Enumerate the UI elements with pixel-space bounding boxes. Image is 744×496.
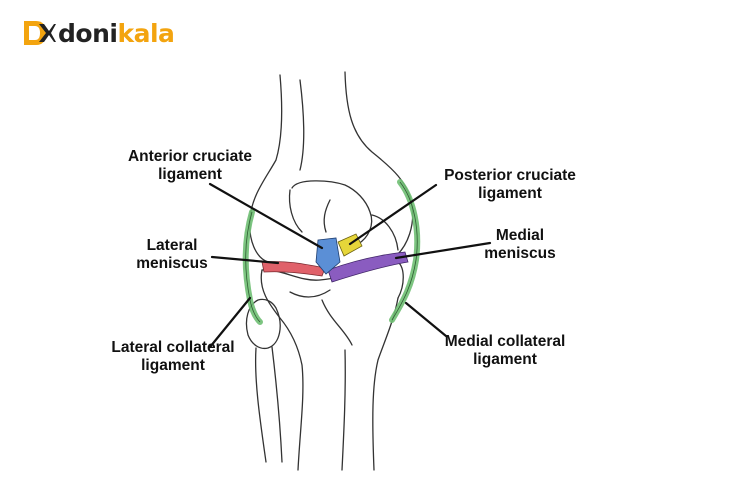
dk-monogram-icon [24,21,56,45]
label-line: Medial [495,227,545,244]
medial-condyle-curve [371,214,399,251]
femur-outline [249,74,283,263]
medial-collateral-ligament [389,179,421,323]
brand-logo[interactable]: donikala [22,16,175,50]
lateral-collateral-outline [245,211,261,323]
medial-collateral-outline [391,181,418,321]
leader-lateral-meniscus [210,255,280,265]
label-line: Lateral [146,237,198,254]
label-line: ligament [473,351,537,368]
brand-suffix: kala [117,18,175,48]
tibia-detail [289,289,331,298]
leader-medial-meniscus [394,241,492,260]
femur-detail [288,189,303,233]
lateral-meniscus [261,261,326,277]
label-posterior-cruciate-ligament: Posterior cruciate ligament [430,167,590,203]
medial-meniscus [327,251,409,283]
femur-detail-2 [323,199,331,233]
label-line: ligament [141,357,205,374]
fibula-shaft-2 [271,346,283,463]
femur-groove [299,79,305,171]
label-medial-collateral-ligament: Medial collateral ligament [420,333,590,369]
leader-lateral-collateral [208,296,252,349]
fibula-shaft-1 [254,347,267,463]
label-line: meniscus [136,255,208,272]
leader-pcl [348,183,438,246]
brand-prefix: doni [58,18,118,48]
label-line: Anterior cruciate [127,148,253,165]
femur-outline-medial [344,71,414,257]
tibia-tuberosity [321,299,353,346]
tibia-ridge [341,349,346,471]
label-anterior-cruciate-ligament: Anterior cruciate ligament [110,148,270,184]
label-medial-meniscus: Medial meniscus [470,227,570,263]
leader-medial-collateral [404,301,448,338]
tibia-lateral-edge [260,269,304,471]
brand-wordmark: donikala [58,18,175,48]
label-lateral-collateral-ligament: Lateral collateral ligament [88,339,258,375]
tibia-medial-edge [372,297,399,471]
leader-acl [208,182,324,250]
label-line: ligament [478,185,542,202]
fibula-head [245,298,281,350]
label-line: Lateral collateral [111,339,235,356]
label-line: Medial collateral [444,333,566,350]
intercondylar-notch [291,180,373,245]
label-line: ligament [158,166,222,183]
label-line: Posterior cruciate [444,167,576,184]
label-lateral-meniscus: Lateral meniscus [122,237,222,273]
label-line: meniscus [484,245,556,262]
